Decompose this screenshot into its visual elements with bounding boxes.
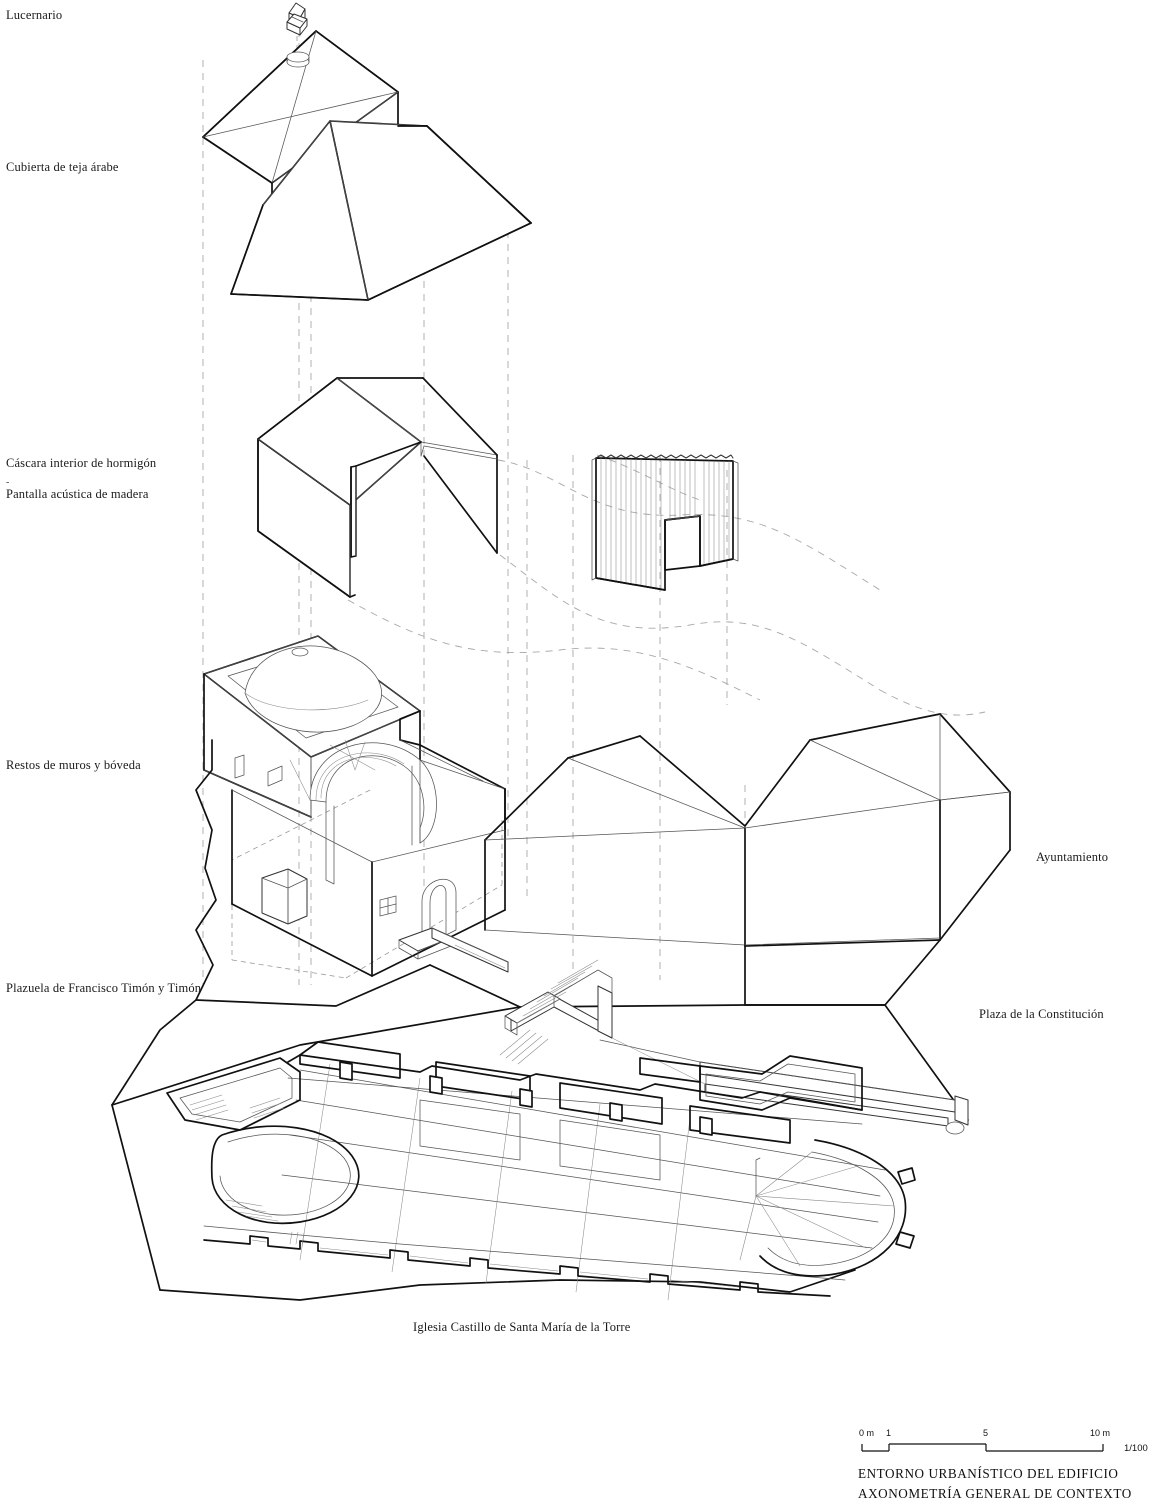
lucernario-element bbox=[286, 2, 308, 36]
label-ayuntamiento: Ayuntamiento bbox=[1036, 850, 1109, 864]
plaza-ramp-wall bbox=[599, 1037, 969, 1135]
scale-bar: 0 m 1 5 10 m bbox=[858, 1428, 1158, 1458]
cubierta-de-teja-arabe bbox=[202, 30, 532, 301]
shell-projection-curves bbox=[347, 454, 986, 716]
label-restos: Restos de muros y bóveda bbox=[6, 758, 141, 772]
label-iglesia: Iglesia Castillo de Santa María de la To… bbox=[413, 1320, 631, 1334]
label-pantalla: Pantalla acústica de madera bbox=[6, 487, 149, 501]
scale-bar-graphic bbox=[861, 1443, 1104, 1452]
site-ground-outline bbox=[111, 739, 969, 1291]
title-line-1: ENTORNO URBANÍSTICO DEL EDIFICIO bbox=[858, 1466, 1119, 1481]
cascara-interior-de-hormigon bbox=[257, 377, 498, 598]
restos-de-muros-y-boveda bbox=[203, 635, 509, 979]
planta-iglesia-castillo bbox=[111, 1006, 916, 1301]
scale-ratio: 1/100 bbox=[1124, 1443, 1148, 1454]
nave-pilasters bbox=[339, 1061, 713, 1136]
plaza-stairs bbox=[504, 959, 613, 1039]
apse-radial-ribs bbox=[739, 1151, 895, 1267]
title-line-2: AXONOMETRÍA GENERAL DE CONTEXTO bbox=[858, 1485, 1132, 1501]
label-separator: - bbox=[6, 477, 10, 488]
pantalla-acustica-de-madera bbox=[591, 454, 739, 591]
ayuntamiento-building bbox=[484, 713, 1011, 1006]
scale-tick-0: 0 m bbox=[859, 1428, 875, 1438]
scale-tick-1: 1 bbox=[886, 1428, 892, 1438]
scale-tick-5: 5 bbox=[983, 1428, 989, 1438]
label-cascara: Cáscara interior de hormigón bbox=[6, 456, 157, 470]
label-cubierta: Cubierta de teja árabe bbox=[6, 160, 119, 174]
label-lucernario: Lucernario bbox=[6, 8, 63, 22]
label-plaza: Plaza de la Constitución bbox=[979, 1007, 1104, 1021]
scale-tick-10: 10 m bbox=[1090, 1428, 1111, 1438]
label-plazuela: Plazuela de Francisco Timón y Timón bbox=[6, 981, 202, 995]
title-block: ENTORNO URBANÍSTICO DEL EDIFICIO AXONOME… bbox=[858, 1430, 1158, 1504]
